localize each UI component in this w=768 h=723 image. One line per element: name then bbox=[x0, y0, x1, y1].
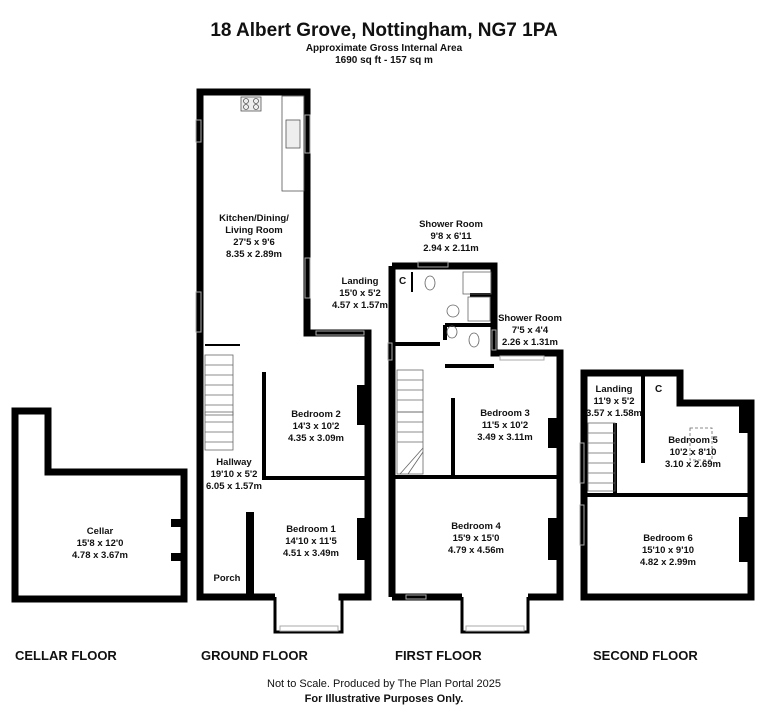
cellar-walls bbox=[11, 407, 188, 603]
floor-label-cellar: CELLAR FLOOR bbox=[15, 648, 117, 663]
closet-second-floor: C bbox=[655, 384, 663, 395]
room-shower-2: Shower Room 7'5 x 4'4 2.26 x 1.31m bbox=[498, 313, 562, 348]
room-landing-first: Landing 15'0 x 5'2 4.57 x 1.57m bbox=[332, 276, 388, 311]
floor-label-ground: GROUND FLOOR bbox=[201, 648, 308, 663]
room-bedroom-4: Bedroom 4 15'9 x 15'0 4.79 x 4.56m bbox=[448, 521, 504, 556]
room-bedroom-2: Bedroom 2 14'3 x 10'2 4.35 x 3.09m bbox=[288, 409, 344, 444]
room-cellar: Cellar 15'8 x 12'0 4.78 x 3.67m bbox=[72, 526, 128, 561]
area-value: 1690 sq ft - 157 sq m bbox=[335, 55, 433, 66]
footer-disclaimer: For Illustrative Purposes Only. bbox=[304, 693, 464, 705]
footer-note: Not to Scale. Produced by The Plan Porta… bbox=[267, 678, 501, 690]
second-floor-walls bbox=[580, 369, 755, 601]
room-kitchen: Kitchen/Dining/ Living Room 27'5 x 9'6 8… bbox=[219, 213, 289, 260]
room-bedroom-1: Bedroom 1 14'10 x 11'5 4.51 x 3.49m bbox=[283, 524, 339, 559]
closet-first-floor: C bbox=[399, 276, 407, 287]
page-title: 18 Albert Grove, Nottingham, NG7 1PA bbox=[210, 20, 558, 41]
room-porch: Porch bbox=[213, 573, 241, 584]
room-hallway: Hallway 19'10 x 5'2 6.05 x 1.57m bbox=[206, 457, 262, 492]
floor-label-second: SECOND FLOOR bbox=[593, 648, 698, 663]
room-landing-second: Landing 11'9 x 5'2 3.57 x 1.58m bbox=[586, 384, 642, 419]
room-shower-1: Shower Room 9'8 x 6'11 2.94 x 2.11m bbox=[419, 219, 483, 254]
room-bedroom-5: Bedroom 5 10'2 x 8'10 3.10 x 2.69m bbox=[665, 435, 721, 470]
room-bedroom-6: Bedroom 6 15'10 x 9'10 4.82 x 2.99m bbox=[640, 533, 696, 568]
floor-label-first: FIRST FLOOR bbox=[395, 648, 482, 663]
area-label: Approximate Gross Internal Area bbox=[305, 43, 463, 54]
first-floor-walls bbox=[392, 262, 564, 601]
room-bedroom-3: Bedroom 3 11'5 x 10'2 3.49 x 3.11m bbox=[477, 408, 533, 443]
